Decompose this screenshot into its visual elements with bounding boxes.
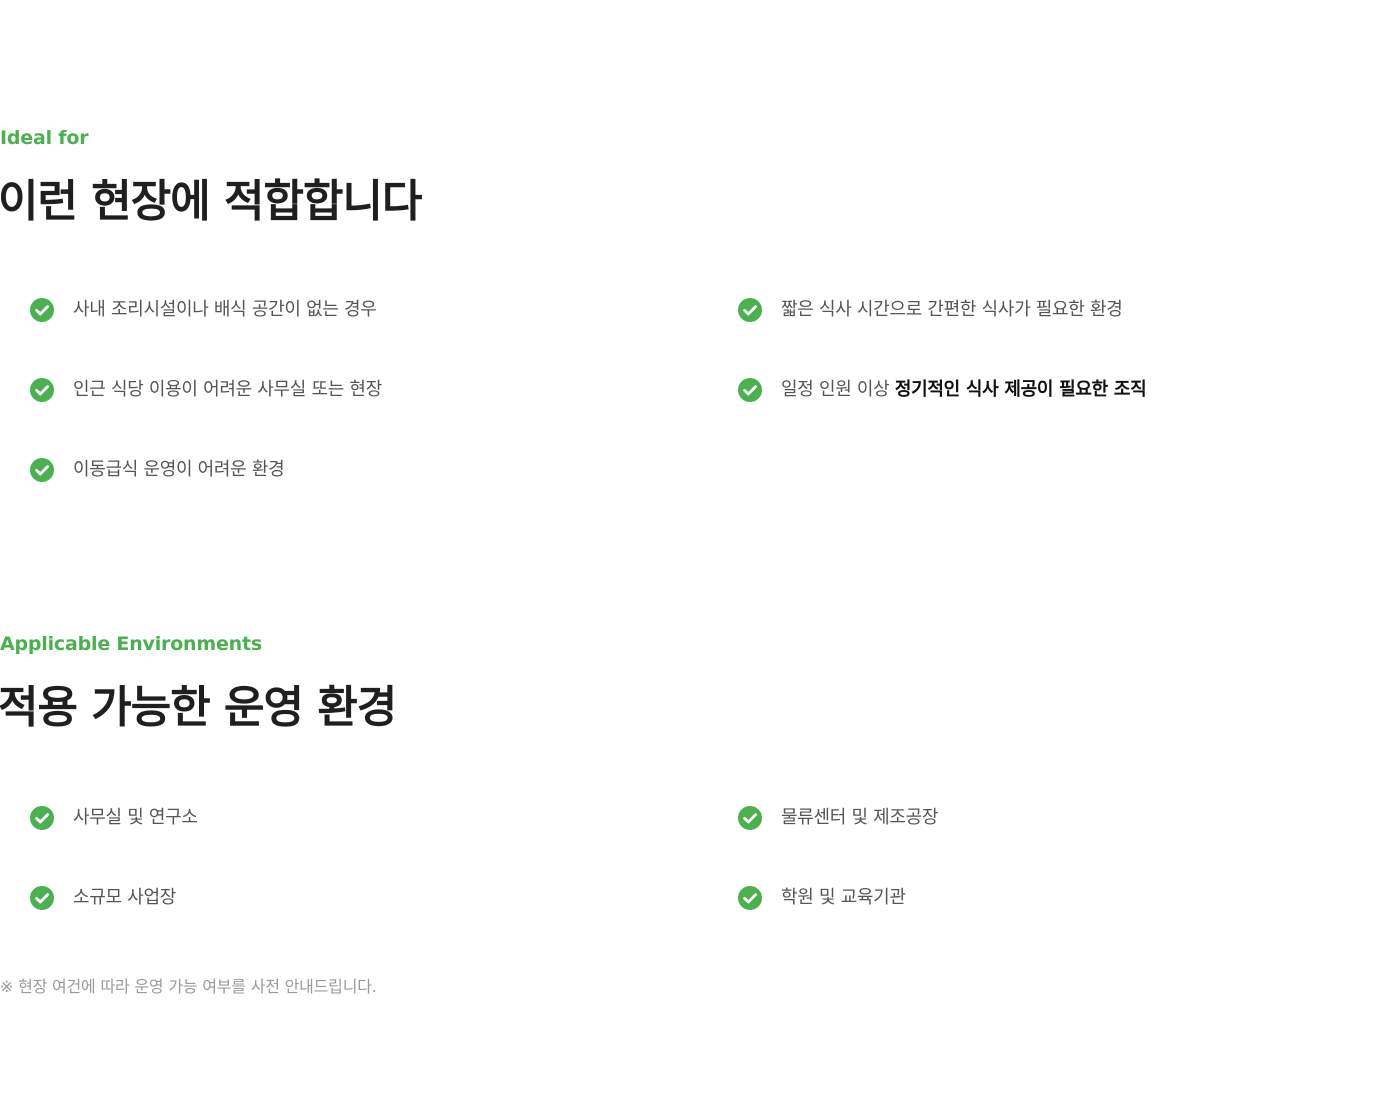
ideal-for-item-emphasis: 정기적인 식사 제공이 필요한 조직 — [894, 379, 1147, 400]
ideal-for-heading: 이런 현장에 적합합니다 — [0, 176, 422, 227]
applicable-environments-heading: 적용 가능한 운영 환경 — [0, 682, 397, 733]
ideal-for-item: 짧은 식사 시간으로 간편한 식사가 필요한 환경 — [738, 298, 1338, 322]
environment-item-text: 사무실 및 연구소 — [73, 807, 198, 828]
environment-item: 물류센터 및 제조공장 — [738, 806, 1338, 830]
environment-item: 학원 및 교육기관 — [738, 886, 1338, 910]
ideal-for-item: 일정 인원 이상 정기적인 식사 제공이 필요한 조직 — [738, 378, 1338, 402]
applicable-environments-checklist: 사무실 및 연구소 물류센터 및 제조공장 소규모 사업장 학원 및 교육기관 — [30, 806, 1400, 966]
ideal-for-item-text: 짧은 식사 시간으로 간편한 식사가 필요한 환경 — [781, 299, 1123, 320]
ideal-for-checklist: 사내 조리시설이나 배식 공간이 없는 경우 짧은 식사 시간으로 간편한 식사… — [30, 298, 1400, 538]
ideal-for-item-text: 사내 조리시설이나 배식 공간이 없는 경우 — [73, 299, 377, 320]
ideal-for-item: 이동급식 운영이 어려운 환경 — [30, 458, 738, 482]
check-circle-icon — [738, 378, 762, 402]
ideal-for-eyebrow: Ideal for — [0, 127, 89, 149]
check-circle-icon — [738, 806, 762, 830]
applicable-environments-section: Applicable Environments 적용 가능한 운영 환경 사무실… — [0, 630, 1400, 996]
environment-item: 소규모 사업장 — [30, 886, 738, 910]
check-circle-icon — [30, 806, 54, 830]
ideal-for-item: 인근 식당 이용이 어려운 사무실 또는 현장 — [30, 378, 738, 402]
applicable-environments-eyebrow: Applicable Environments — [0, 633, 262, 655]
environment-item: 사무실 및 연구소 — [30, 806, 738, 830]
ideal-for-item-text: 이동급식 운영이 어려운 환경 — [73, 459, 285, 480]
check-circle-icon — [30, 298, 54, 322]
check-circle-icon — [30, 458, 54, 482]
check-circle-icon — [738, 298, 762, 322]
ideal-for-section: Ideal for 이런 현장에 적합합니다 사내 조리시설이나 배식 공간이 … — [0, 124, 1400, 482]
ideal-for-item: 사내 조리시설이나 배식 공간이 없는 경우 — [30, 298, 738, 322]
check-circle-icon — [738, 886, 762, 910]
environment-item-text: 학원 및 교육기관 — [781, 887, 906, 908]
operation-note: ※ 현장 여건에 따라 운영 가능 여부를 사전 안내드립니다. — [0, 977, 377, 996]
check-circle-icon — [30, 886, 54, 910]
ideal-for-item-text: 인근 식당 이용이 어려운 사무실 또는 현장 — [73, 379, 382, 400]
environment-item-text: 소규모 사업장 — [73, 887, 176, 908]
environment-item-text: 물류센터 및 제조공장 — [781, 807, 939, 828]
ideal-for-item-text: 일정 인원 이상 — [781, 379, 895, 400]
check-circle-icon — [30, 378, 54, 402]
